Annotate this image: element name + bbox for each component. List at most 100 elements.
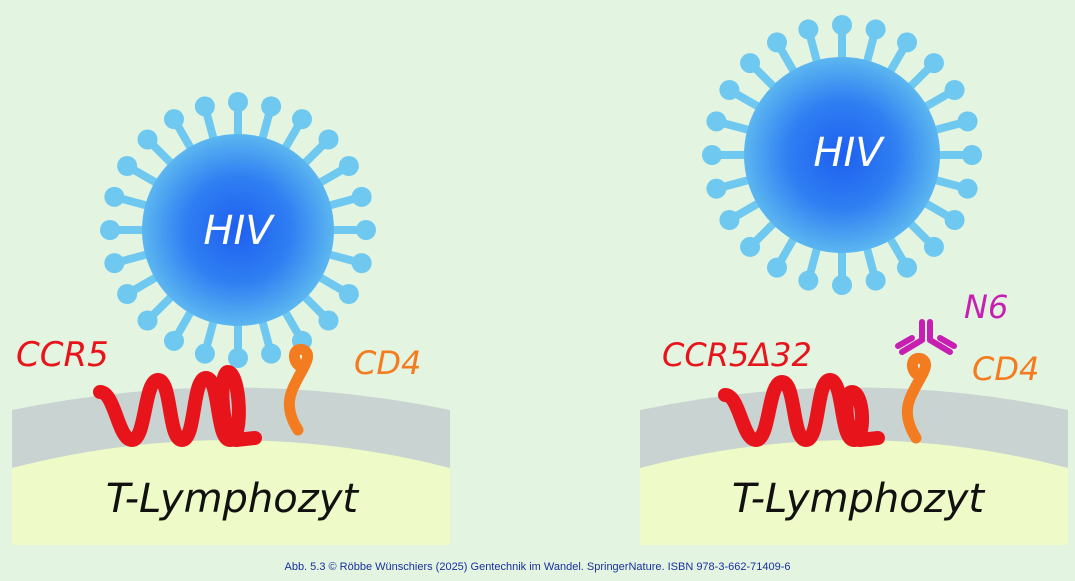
virus-spike <box>776 43 799 78</box>
cell-cytoplasm <box>640 440 1068 545</box>
virus-spike-knob <box>228 348 248 368</box>
virus-spike-knob <box>719 210 740 230</box>
virus-spike-knob <box>740 53 761 74</box>
hiv-virus <box>702 15 982 295</box>
virus-spike <box>928 118 966 135</box>
virus-spike-knob <box>338 284 359 304</box>
virus-spike <box>919 89 954 112</box>
virus-spike-knob <box>798 270 819 291</box>
virus-spike <box>128 272 163 295</box>
virus-spike <box>750 63 780 93</box>
virus-spike-knob <box>164 109 184 130</box>
virus-spike <box>299 291 329 321</box>
n6-label: N6 <box>964 288 1008 326</box>
cd4-receptor <box>901 352 931 444</box>
virus-spike-knob <box>957 111 978 132</box>
virus-spike <box>128 165 163 188</box>
virus-spike-knob <box>117 284 138 304</box>
virus-spike-knob <box>261 96 282 117</box>
virus-spike <box>299 139 329 169</box>
virus-spike-knob <box>767 257 787 278</box>
virus-spike <box>718 175 756 192</box>
virus-spike-knob <box>865 19 886 40</box>
ccr5-receptor <box>93 365 262 447</box>
panel-left: CCR5 CD4 HIV T-Lymphozyt <box>12 92 450 545</box>
virus-spike-knob <box>897 257 917 278</box>
virus-spike-knob <box>832 275 852 295</box>
virus-spike <box>730 89 765 112</box>
virus-spike-knob <box>740 236 761 257</box>
virus-spike <box>730 198 765 221</box>
virus-spike-knob <box>767 32 787 53</box>
virus-spike <box>280 305 303 340</box>
virus-spike-knob <box>923 53 944 74</box>
figure-caption: Abb. 5.3 © Röbbe Wünschiers (2025) Gente… <box>284 561 791 573</box>
virus-spike-knob <box>957 178 978 199</box>
hiv-virus <box>100 92 376 368</box>
virus-spike <box>116 194 154 211</box>
virus-spike <box>202 314 219 352</box>
virus-spike <box>116 249 154 266</box>
cd4-label: CD4 <box>972 350 1039 388</box>
virus-spike-knob <box>194 96 215 117</box>
virus-spike-knob <box>832 15 852 35</box>
virus-spike <box>173 120 196 155</box>
virus-spike-knob <box>164 330 184 351</box>
virus-spike-knob <box>318 129 339 150</box>
panel-right: CCR5Δ32 N6 CD4 HIV T-Lymphozyt <box>640 15 1068 545</box>
virus-spike-knob <box>117 156 138 176</box>
virus-spike <box>862 241 879 279</box>
virus-envelope <box>142 134 334 326</box>
virus-spike <box>313 165 348 188</box>
virus-spike <box>862 31 879 69</box>
virus-spike-knob <box>923 236 944 257</box>
virus-spike-knob <box>798 19 819 40</box>
cd4-label: CD4 <box>354 344 421 382</box>
virus-spike-knob <box>194 343 215 364</box>
virus-spike-knob <box>137 310 158 331</box>
virus-spike <box>147 139 177 169</box>
virus-spike <box>904 217 934 247</box>
cell-cytoplasm <box>12 440 450 545</box>
n6-antibody <box>895 319 957 355</box>
virus-spike-knob <box>100 220 120 240</box>
virus-spike-knob <box>104 186 125 207</box>
virus-spike <box>928 175 966 192</box>
virus-spike-knob <box>292 109 312 130</box>
virus-spike <box>257 108 274 146</box>
virus-spike <box>147 291 177 321</box>
virus-spike-knob <box>962 145 982 165</box>
virus-spike-knob <box>351 253 372 274</box>
virus-spike <box>322 249 360 266</box>
virus-spike <box>202 108 219 146</box>
virus-spike-knob <box>137 129 158 150</box>
virus-spike <box>173 305 196 340</box>
virus-envelope <box>744 57 940 253</box>
cell-label: T-Lymphozyt <box>106 476 360 522</box>
virus-spike <box>322 194 360 211</box>
virus-label: HIV <box>813 130 885 176</box>
virus-spike <box>313 272 348 295</box>
virus-spike-knob <box>702 145 722 165</box>
virus-spike <box>718 118 756 135</box>
virus-spike-knob <box>706 111 727 132</box>
virus-spike-knob <box>865 270 886 291</box>
virus-spike <box>280 120 303 155</box>
ccr5-label: CCR5 <box>16 335 109 375</box>
virus-spike <box>919 198 954 221</box>
virus-spike-knob <box>719 80 740 100</box>
virus-spike-knob <box>338 156 359 176</box>
virus-spike <box>257 314 274 352</box>
virus-spike <box>805 241 822 279</box>
virus-spike-knob <box>318 310 339 331</box>
virus-spike-knob <box>944 210 965 230</box>
ccr5-delta32-receptor <box>718 373 885 447</box>
virus-spike <box>885 232 908 267</box>
virus-spike-knob <box>706 178 727 199</box>
virus-spike <box>885 43 908 78</box>
virus-spike-knob <box>351 186 372 207</box>
virus-spike-knob <box>104 253 125 274</box>
virus-spike <box>904 63 934 93</box>
virus-spike <box>750 217 780 247</box>
